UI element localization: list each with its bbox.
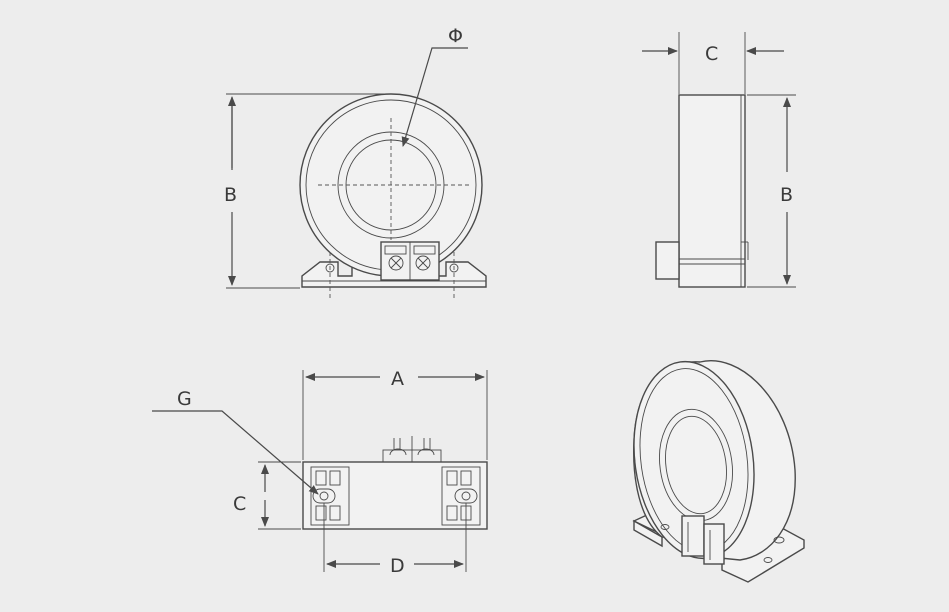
bottom-view: A C D G (152, 368, 488, 577)
dim-label-phi: Φ (448, 25, 463, 47)
dim-label-g: G (177, 388, 192, 410)
side-view: C B (642, 32, 796, 288)
dim-label-d: D (390, 555, 405, 577)
dim-label-c-top: C (705, 43, 718, 65)
dim-label-a: A (391, 368, 404, 390)
dim-label-b-side: B (780, 184, 793, 206)
dim-label-b-front: B (224, 184, 237, 206)
front-view: B Φ (224, 25, 487, 298)
isometric-view (632, 360, 805, 583)
dim-label-c-bottom: C (233, 493, 246, 515)
